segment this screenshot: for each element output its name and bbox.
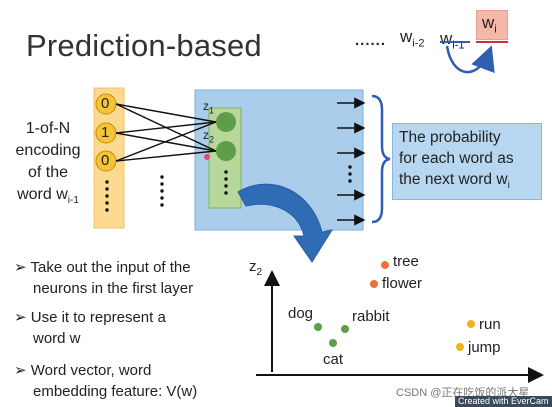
input-dots [105,180,109,212]
bullet-item-2: ➢ Use it to represent a word w [14,309,166,347]
bullet-item-3: ➢ Word vector, word embedding feature: V… [14,362,198,400]
middle-dots [160,175,164,207]
label-jump: jump [468,339,501,356]
input-encoding-label: 1-of-N encoding of the word wi-1 [15,120,81,207]
label-rabbit: rabbit [352,308,390,325]
z2-label: z2 [203,128,215,145]
output-brace [371,94,391,224]
cursor-dot [204,154,210,160]
bullet-item-1: ➢ Take out the input of the neurons in t… [14,259,194,297]
point-run [467,320,475,328]
slide-title: Prediction-based [26,28,262,63]
output-probability-box: The probability for each word as the nex… [392,123,542,200]
label-flower: flower [382,275,423,292]
hidden-node-z1 [216,112,236,132]
curved-arrow [237,183,334,263]
sequence-arrow [445,45,495,74]
output-dots [348,165,352,183]
input-bit-2: 1 [101,124,110,141]
point-tree [381,261,389,269]
input-bit-3: 0 [101,152,110,169]
input-hidden-connections [115,103,217,162]
input-bit-1: 0 [101,95,110,112]
z1-label: z1 [203,99,215,116]
target-word-box [476,10,508,40]
label-tree: tree [393,253,419,270]
point-dog [314,323,322,331]
point-flower [370,280,378,288]
sequence-dots: ...... [355,32,387,49]
label-cat: cat [323,351,344,368]
label-run: run [479,316,501,333]
point-cat [329,339,337,347]
output-arrows [337,97,366,226]
hidden-dots [224,170,228,195]
label-dog: dog [288,305,314,322]
hidden-node-z2 [216,141,236,161]
word-w-i-2: wi-2 [400,27,425,50]
z2-axis-label: z2 [249,258,263,278]
evercam-badge: Created with EverCam [455,396,552,407]
point-rabbit [341,325,349,333]
word-w-i: wi [482,13,497,36]
point-jump [456,343,464,351]
